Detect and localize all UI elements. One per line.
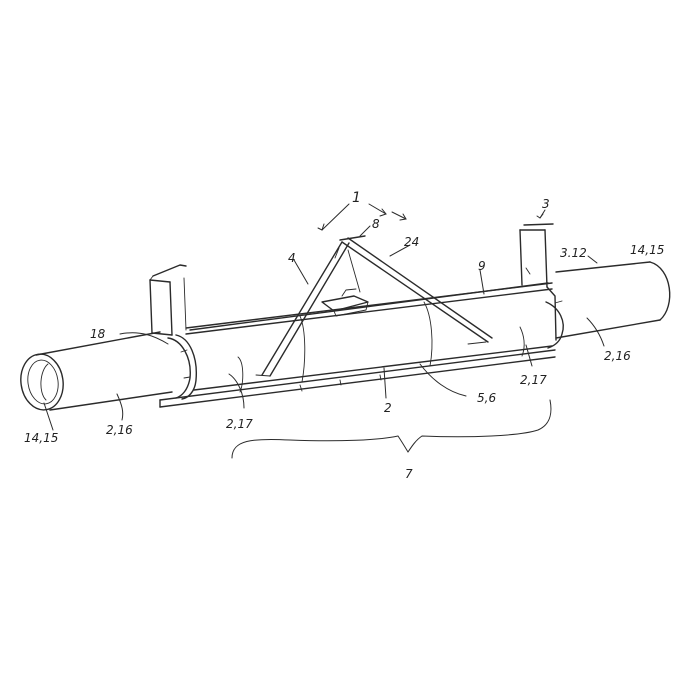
main-pipe: [189, 282, 553, 393]
label-joint: 4: [288, 251, 296, 265]
label-clamp: 18: [90, 327, 106, 341]
left-pipe-segment: [20, 331, 173, 411]
label-assembly: 1: [352, 190, 361, 206]
label-rail: 9: [478, 259, 486, 273]
top-rail: [185, 282, 553, 335]
right-pipe-segment: [555, 261, 671, 339]
label-brace: 24: [404, 235, 419, 249]
left-support: [149, 264, 187, 336]
base-beam: [159, 349, 556, 408]
reference-labels: 1 8 24 3 3.12 14,15 4 9 18 14,15 2,16 2,…: [24, 190, 664, 481]
assembly-arrows: [317, 203, 546, 231]
right-support: [519, 223, 564, 349]
label-left-pipe-end: 14,15: [24, 431, 58, 445]
a-frame: [255, 235, 493, 377]
leader-lines: [43, 225, 605, 431]
label-right-sleeve: 2,17: [520, 373, 547, 387]
label-right-support: 3: [542, 197, 550, 211]
label-right-support-parts: 3.12: [560, 246, 587, 260]
label-left-pipe-segment: 2,16: [106, 423, 133, 437]
label-right-pipe-end: 14,15: [630, 243, 664, 257]
left-clamp: [167, 334, 197, 400]
label-center-pipe: 2: [384, 401, 392, 415]
label-left-sleeve: 2,17: [226, 417, 253, 431]
label-base-parts: 5,6: [477, 391, 496, 405]
label-crossbar: 8: [372, 217, 380, 231]
label-right-pipe-segment: 2,16: [604, 349, 631, 363]
span-brace: [231, 399, 552, 459]
label-span: 7: [405, 467, 413, 481]
